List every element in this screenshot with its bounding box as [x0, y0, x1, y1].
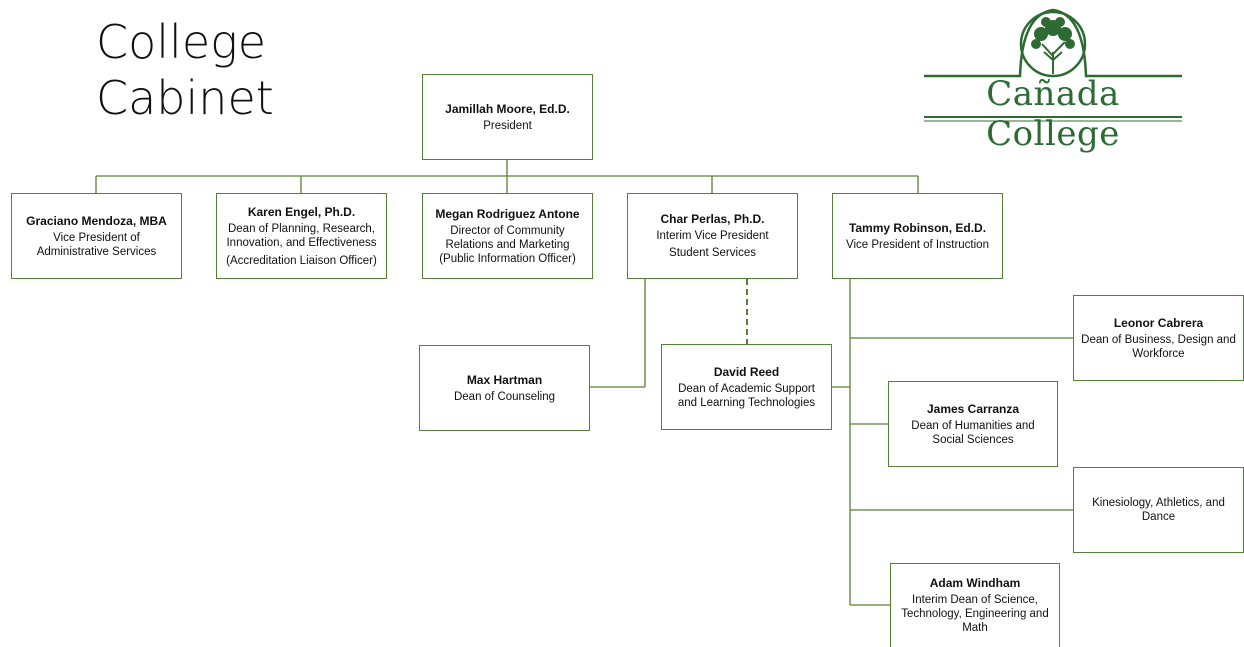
node-vp-admin: Graciano Mendoza, MBA Vice President of …	[11, 193, 182, 279]
node-role: (Accreditation Liaison Officer)	[226, 254, 377, 267]
oak-tree-arch-icon	[924, 8, 1182, 122]
node-name: Char Perlas, Ph.D.	[660, 212, 765, 226]
node-name: Max Hartman	[466, 372, 543, 387]
node-role: Vice President of	[53, 231, 140, 244]
node-role: Vice President of Instruction	[846, 238, 989, 251]
node-dean-counseling: Max Hartman Dean of Counseling	[419, 345, 590, 431]
node-role: Interim Dean of Science,	[912, 594, 1038, 606]
node-dean-academic-support: David Reed Dean of Academic Support and …	[661, 344, 832, 430]
node-name: Adam Windham	[929, 576, 1021, 590]
node-president: Jamillah Moore, Ed.D. President	[422, 74, 593, 160]
node-name: Megan Rodriguez Antone	[435, 206, 580, 221]
node-role: and Learning Technologies	[677, 396, 816, 409]
node-name: James Carranza	[926, 401, 1020, 416]
title-line-2: Cabinet	[96, 71, 274, 125]
node-role: Math	[962, 622, 988, 634]
page-title: College Cabinet	[96, 14, 274, 126]
title-line-1: College	[96, 15, 267, 69]
node-role: Technology, Engineering and	[901, 608, 1049, 620]
node-name: Graciano Mendoza, MBA	[26, 213, 167, 228]
node-name: David Reed	[713, 364, 780, 379]
node-role: (Public Information Officer)	[439, 252, 576, 265]
node-name: Tammy Robinson, Ed.D.	[848, 220, 987, 235]
node-dean-planning: Karen Engel, Ph.D. Dean of Planning, Res…	[216, 193, 387, 279]
node-role: Student Services	[669, 247, 756, 259]
node-role: President	[483, 119, 532, 132]
node-role: Dean of Counseling	[453, 390, 555, 403]
node-kinesiology: Kinesiology, Athletics, and Dance	[1073, 467, 1244, 553]
node-role: Interim Vice President	[656, 230, 769, 242]
node-name: Jamillah Moore, Ed.D.	[445, 101, 570, 116]
node-role: Kinesiology, Athletics, and	[1092, 497, 1225, 509]
node-role: Director of Community	[450, 224, 565, 237]
node-role: Dean of Humanities and	[911, 419, 1035, 432]
node-dean-humanities: James Carranza Dean of Humanities and So…	[888, 381, 1058, 467]
node-director-community: Megan Rodriguez Antone Director of Commu…	[422, 193, 593, 279]
node-role: Workforce	[1132, 347, 1185, 360]
node-name: Karen Engel, Ph.D.	[247, 204, 356, 219]
node-vp-instruction: Tammy Robinson, Ed.D. Vice President of …	[832, 193, 1003, 279]
node-role: Dean of Academic Support	[678, 382, 815, 395]
node-dean-science: Adam Windham Interim Dean of Science, Te…	[890, 563, 1060, 647]
node-role: Administrative Services	[36, 245, 157, 258]
node-dean-business: Leonor Cabrera Dean of Business, Design …	[1073, 295, 1244, 381]
node-role: Dance	[1141, 511, 1176, 523]
logo-text: Cañada College	[986, 74, 1120, 154]
node-role: Social Sciences	[932, 433, 1014, 446]
node-vp-student: Char Perlas, Ph.D. Interim Vice Presiden…	[627, 193, 798, 279]
canada-college-logo: Cañada College	[922, 4, 1184, 154]
node-role: Relations and Marketing	[445, 238, 570, 251]
node-name: Leonor Cabrera	[1113, 315, 1204, 330]
node-role: Dean of Business, Design and	[1081, 333, 1236, 346]
node-role: Innovation, and Effectiveness	[226, 236, 377, 249]
node-role: Dean of Planning, Research,	[227, 222, 376, 235]
